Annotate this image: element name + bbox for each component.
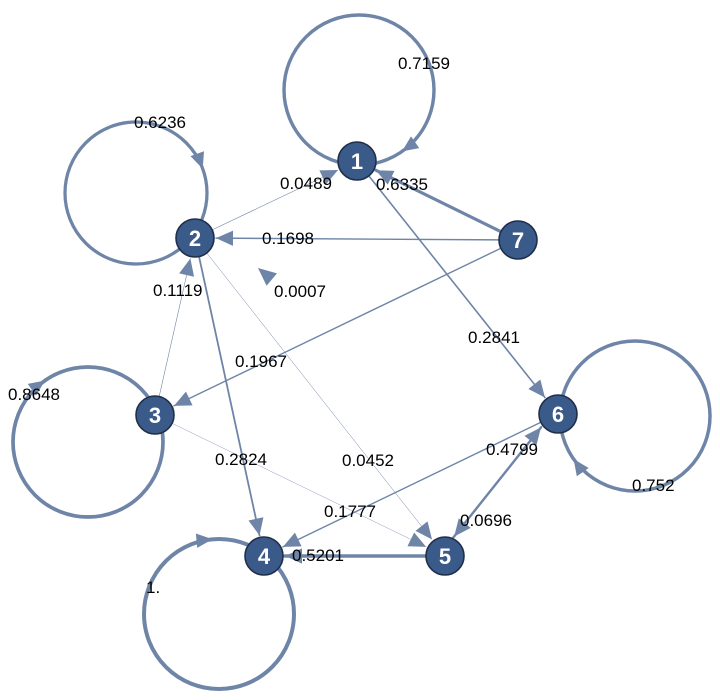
- edge-arrow-icon: [173, 391, 193, 406]
- edge-weight-label: 0.4799: [486, 440, 538, 459]
- loop-arrow-icon: [190, 151, 205, 169]
- node-1[interactable]: 1: [337, 141, 377, 181]
- node-label: 7: [512, 228, 524, 253]
- edge-weight-label: 0.8648: [8, 385, 60, 404]
- node-6[interactable]: 6: [538, 394, 578, 434]
- edge-weight-label: 0.0696: [460, 511, 512, 530]
- graph-nodes: 1 2 3 4 5 6 7: [135, 141, 578, 576]
- edge-weight-label: 0.0489: [280, 174, 332, 193]
- edge-2-to-5: [206, 252, 433, 540]
- edge-arrow-icon: [215, 230, 234, 246]
- edge-7-to-3: [173, 247, 502, 407]
- directed-edges: [158, 168, 546, 564]
- loop-arrow-icon: [402, 136, 420, 152]
- node-4[interactable]: 4: [244, 536, 284, 576]
- edge-weight-label: 0.2824: [215, 450, 267, 469]
- node-5[interactable]: 5: [425, 536, 465, 576]
- edge-arrow-icon: [528, 379, 545, 398]
- edge-2-to-4: [198, 255, 261, 537]
- node-label: 1: [351, 149, 363, 174]
- edge-weight-label: 0.6335: [376, 175, 428, 194]
- node-circle: [244, 536, 284, 576]
- edge-arrow-icon: [179, 258, 195, 277]
- self-loop-4: [142, 537, 296, 691]
- edge-arrow-icon: [285, 548, 302, 564]
- node-circle: [175, 218, 215, 258]
- edge-6-to-4: [282, 421, 542, 548]
- edge-arrow-icon: [375, 170, 395, 185]
- edge-weight-label: 0.0007: [274, 282, 326, 301]
- edge-7-to-2: [215, 237, 500, 241]
- node-circle: [337, 141, 377, 181]
- edge-6-to-5: [453, 425, 543, 537]
- edge-weight-label: 0.6236: [134, 113, 186, 132]
- loop-arrow-icon: [573, 459, 589, 477]
- node-label: 3: [149, 403, 161, 428]
- edge-7-to-1: [374, 168, 503, 234]
- node-label: 4: [258, 544, 271, 569]
- node-label: 2: [189, 226, 201, 251]
- edge-weight-label: 0.2841: [468, 328, 520, 347]
- edge-arrow-icon: [319, 170, 339, 185]
- edge-arrow-icon: [454, 518, 471, 537]
- node-3[interactable]: 3: [135, 395, 175, 435]
- edge-3-to-5: [171, 423, 427, 548]
- edge-arrow-icon: [248, 517, 264, 536]
- edge-arrow-icon: [407, 532, 427, 547]
- edge-weight-label: 0.1777: [324, 502, 376, 521]
- loop-arrow-icon: [195, 533, 213, 548]
- edge-weight-labels: 0.7159 0.6236 0.8648 1. 0.752 0.0489 0.6335 0.1…: [8, 54, 675, 597]
- node-circle: [498, 220, 538, 260]
- node-circle: [135, 395, 175, 435]
- edge-weight-label: 0.752: [632, 476, 675, 495]
- edge-weight-label: 0.1698: [262, 229, 314, 248]
- edge-arrow-icon: [415, 521, 433, 540]
- edge-1-to-6: [368, 175, 546, 399]
- edge-weight-label: 0.7159: [398, 54, 450, 73]
- edge-3-to-2: [158, 258, 191, 397]
- edge-arrow-icon: [282, 532, 302, 547]
- edge-arrow-icon: [524, 427, 542, 446]
- edge-weight-label: 0.1967: [235, 352, 287, 371]
- node-7[interactable]: 7: [498, 220, 538, 260]
- self-loop-2: [63, 120, 209, 266]
- edge-weight-label: 1.: [146, 578, 160, 597]
- edge-arrow-icon: [258, 268, 277, 286]
- loop-arrow-icon: [27, 380, 45, 396]
- self-loop-3: [11, 365, 165, 519]
- node-circle: [538, 394, 578, 434]
- node-circle: [425, 536, 465, 576]
- self-loops: [11, 13, 712, 691]
- edge-weight-label: 0.0452: [342, 451, 394, 470]
- edge-2-to-1: [211, 169, 339, 231]
- node-label: 6: [552, 402, 564, 427]
- node-label: 5: [439, 544, 451, 569]
- edge-weight-label: 0.1119: [153, 281, 202, 300]
- edge-weight-label: 0.5201: [292, 546, 344, 565]
- node-2[interactable]: 2: [175, 218, 215, 258]
